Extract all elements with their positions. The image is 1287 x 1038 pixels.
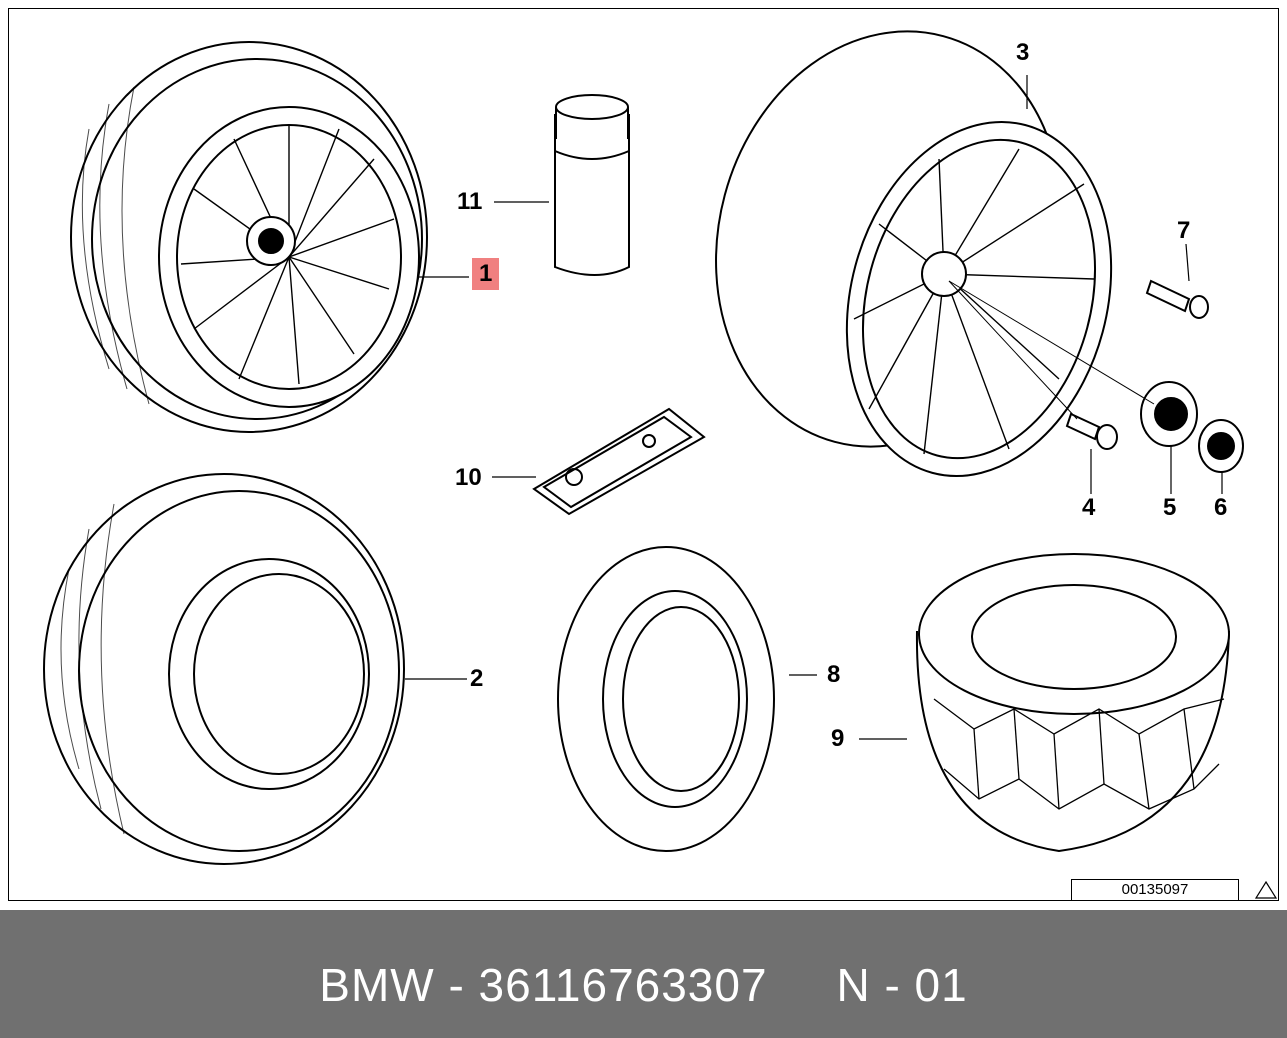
callout-1[interactable]: 1 bbox=[472, 258, 500, 290]
callout-9[interactable]: 9 bbox=[831, 725, 845, 752]
warning-triangle-icon bbox=[1255, 881, 1277, 899]
part-number-caption: BMW - 36116763307 N - 01 bbox=[319, 959, 968, 1011]
rim-band-drawing bbox=[557, 546, 775, 852]
label-sticker-drawing bbox=[532, 407, 706, 516]
valve-drawing bbox=[1145, 279, 1209, 319]
parts-diagram bbox=[43, 30, 1244, 865]
callout-6[interactable]: 6 bbox=[1214, 494, 1228, 521]
complete-wheel-drawing bbox=[70, 41, 428, 433]
callout-5[interactable]: 5 bbox=[1163, 494, 1177, 521]
spray-can-drawing bbox=[554, 94, 630, 276]
callout-2[interactable]: 2 bbox=[470, 665, 484, 692]
tyre-drawing bbox=[43, 473, 405, 865]
callout-11[interactable]: 11 bbox=[457, 188, 483, 215]
callout-10[interactable]: 10 bbox=[455, 464, 482, 491]
callout-4[interactable]: 4 bbox=[1082, 494, 1096, 521]
diagram-frame: 1 2 3 4 5 6 7 8 9 10 11 00135097 bbox=[8, 8, 1279, 901]
hub-cap-drawing bbox=[1140, 381, 1198, 447]
emblem-drawing bbox=[1198, 419, 1244, 473]
drawing-number: 00135097 bbox=[1071, 879, 1239, 901]
wheel-bolt-drawing bbox=[1065, 412, 1118, 450]
callout-3[interactable]: 3 bbox=[1016, 39, 1030, 66]
footer-bar: BMW - 36116763307 N - 01 bbox=[0, 910, 1287, 1038]
snow-chain-tyre-drawing bbox=[915, 553, 1230, 853]
callout-8[interactable]: 8 bbox=[827, 661, 841, 688]
callout-7[interactable]: 7 bbox=[1177, 217, 1191, 244]
